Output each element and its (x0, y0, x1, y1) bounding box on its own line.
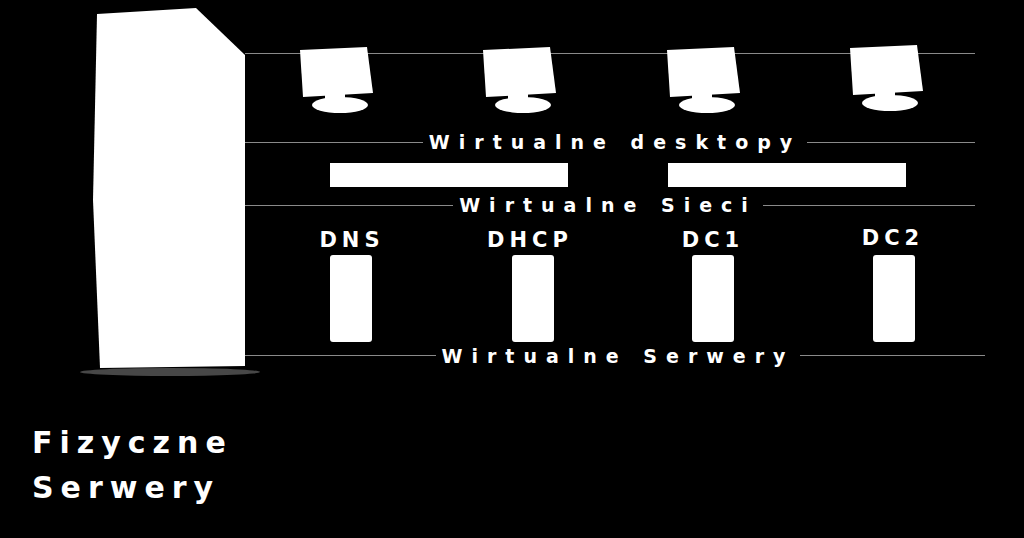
layer-label: Wirtualne Sieci (453, 194, 763, 216)
physical-server (80, 8, 260, 376)
virtual-networks (330, 163, 906, 187)
layer-lines (245, 54, 985, 356)
server-box: DHCP (484, 228, 576, 342)
server-rect (512, 255, 554, 342)
server-name: DC1 (679, 228, 747, 252)
server-box: DC2 (859, 226, 927, 342)
server-box: DNS (316, 228, 387, 342)
layer-label: Wirtualne Serwery (436, 345, 801, 367)
physical-label: Fizyczne Serwery (26, 420, 308, 510)
server-rect (692, 255, 734, 342)
server-rect (330, 255, 372, 342)
server-rect (873, 255, 915, 342)
server-name: DC2 (859, 226, 927, 250)
virtual-desktops (300, 45, 923, 113)
layer-label: Wirtualne desktopy (423, 131, 807, 153)
server-name: DNS (316, 228, 387, 252)
server-name: DHCP (484, 228, 576, 252)
server-box: DC1 (679, 228, 747, 342)
